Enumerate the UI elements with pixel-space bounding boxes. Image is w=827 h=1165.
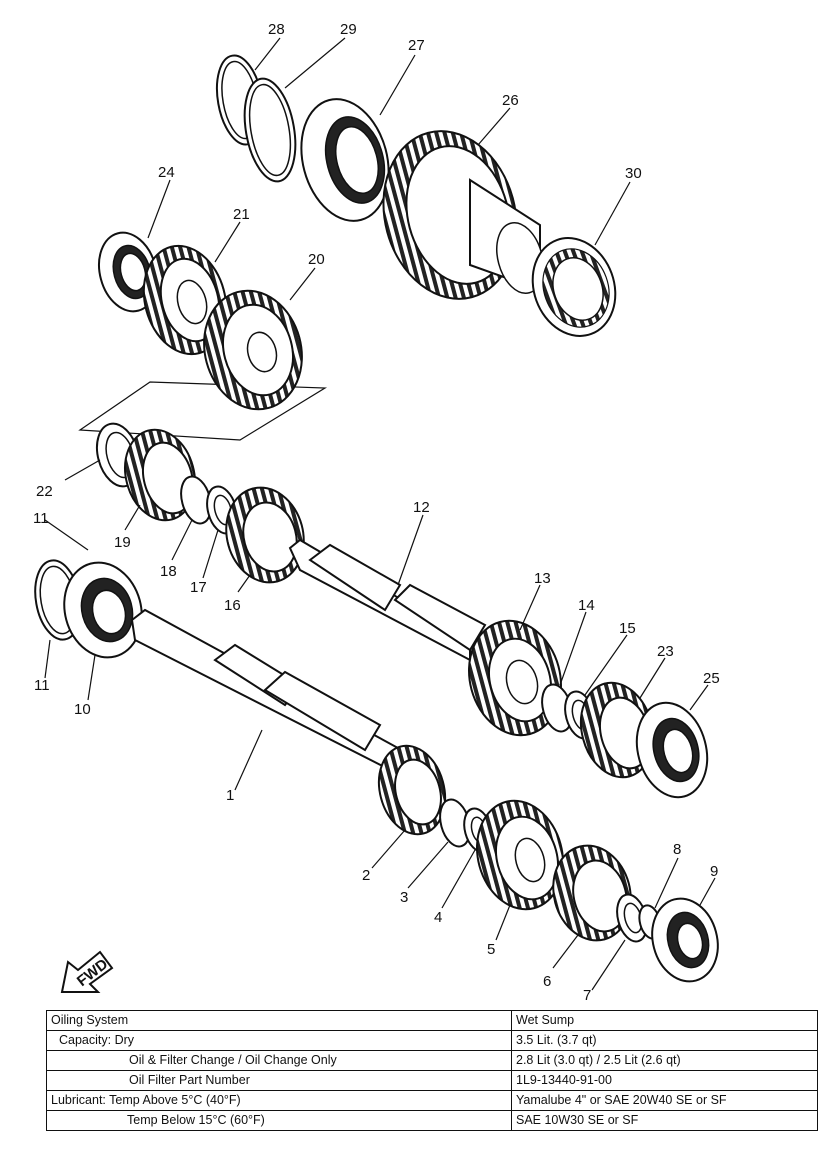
callout-7: 7 bbox=[583, 987, 591, 1000]
part-6-gear bbox=[552, 844, 632, 942]
part-25-bearing bbox=[635, 701, 709, 799]
spec-label: Temp Below 15°C (60°F) bbox=[46, 1110, 512, 1131]
table-row: Oil & Filter Change / Oil Change Only 2.… bbox=[46, 1050, 818, 1071]
callout-15: 15 bbox=[619, 620, 636, 637]
part-19-gear bbox=[124, 428, 196, 522]
callout-20: 20 bbox=[308, 251, 325, 268]
callout-9: 9 bbox=[710, 863, 718, 880]
spec-value: Yamalube 4" or SAE 20W40 SE or SF bbox=[511, 1090, 818, 1111]
callout-4: 4 bbox=[434, 909, 442, 926]
part-30-needle-bearing bbox=[531, 237, 617, 337]
part-12-main-shaft bbox=[288, 538, 487, 662]
callout-11-bottom: 11 bbox=[34, 677, 50, 694]
callout-24: 24 bbox=[158, 164, 175, 181]
callout-5: 5 bbox=[487, 941, 495, 958]
callout-30: 30 bbox=[625, 165, 642, 182]
part-26-gear bbox=[382, 130, 544, 300]
part-13-gear bbox=[468, 619, 562, 737]
part-16-gear bbox=[225, 486, 305, 584]
spec-label: Capacity: Dry bbox=[46, 1030, 512, 1051]
part-2-gear bbox=[377, 744, 447, 836]
callout-16: 16 bbox=[224, 597, 241, 614]
callout-29: 29 bbox=[340, 21, 357, 38]
leader-lines bbox=[44, 37, 716, 991]
table-row: Temp Below 15°C (60°F) SAE 10W30 SE or S… bbox=[46, 1110, 818, 1131]
spec-value: 3.5 Lit. (3.7 qt) bbox=[511, 1030, 818, 1051]
callout-10: 10 bbox=[74, 701, 91, 718]
oiling-spec-table: Oiling System Wet Sump Capacity: Dry 3.5… bbox=[46, 1010, 818, 1131]
callout-13: 13 bbox=[534, 570, 551, 587]
callout-1: 1 bbox=[226, 787, 234, 804]
part-5-gear bbox=[476, 799, 564, 911]
spec-label: Oiling System bbox=[46, 1010, 512, 1031]
callout-18: 18 bbox=[160, 563, 177, 580]
spec-label: Oil Filter Part Number bbox=[46, 1070, 512, 1091]
spec-value: SAE 10W30 SE or SF bbox=[511, 1110, 818, 1131]
callout-11-top: 11 bbox=[33, 510, 49, 527]
callout-27: 27 bbox=[408, 37, 425, 54]
table-row: Oiling System Wet Sump bbox=[46, 1010, 818, 1031]
part-9-bearing bbox=[651, 897, 719, 983]
spec-label: Lubricant: Temp Above 5°C (40°F) bbox=[46, 1090, 512, 1111]
callout-12: 12 bbox=[413, 499, 430, 516]
callout-26: 26 bbox=[502, 92, 519, 109]
callout-labels: 28 29 27 26 30 24 21 20 22 19 18 17 16 1… bbox=[33, 21, 720, 1000]
spec-value: 2.8 Lit (3.0 qt) / 2.5 Lit (2.6 qt) bbox=[511, 1050, 818, 1071]
callout-6: 6 bbox=[543, 973, 551, 990]
callout-28: 28 bbox=[268, 21, 285, 38]
callout-21: 21 bbox=[233, 206, 250, 223]
part-24-bearing bbox=[98, 231, 158, 313]
spec-value: 1L9-13440-91-00 bbox=[511, 1070, 818, 1091]
spec-value: Wet Sump bbox=[511, 1010, 818, 1031]
callout-25: 25 bbox=[703, 670, 720, 687]
table-row: Lubricant: Temp Above 5°C (40°F) Yamalub… bbox=[46, 1090, 818, 1111]
part-20-gear bbox=[203, 289, 303, 411]
part-29-circlip bbox=[243, 77, 297, 183]
part-10-bearing bbox=[63, 561, 143, 659]
callout-19: 19 bbox=[114, 534, 131, 551]
fwd-arrow-icon: FWD bbox=[60, 950, 114, 993]
exploded-transmission-diagram: FWD 28 29 27 bbox=[33, 21, 720, 1000]
part-27-bearing bbox=[300, 98, 390, 222]
callout-23: 23 bbox=[657, 643, 674, 660]
part-1-drive-axle bbox=[130, 608, 422, 782]
table-row: Capacity: Dry 3.5 Lit. (3.7 qt) bbox=[46, 1030, 818, 1051]
callout-17: 17 bbox=[190, 579, 207, 596]
part-23-gear bbox=[579, 681, 655, 779]
callout-3: 3 bbox=[400, 889, 408, 906]
callout-22: 22 bbox=[36, 483, 53, 500]
callout-2: 2 bbox=[362, 867, 370, 884]
callout-14: 14 bbox=[578, 597, 595, 614]
spec-label: Oil & Filter Change / Oil Change Only bbox=[46, 1050, 512, 1071]
callout-8: 8 bbox=[673, 841, 681, 858]
table-row: Oil Filter Part Number 1L9-13440-91-00 bbox=[46, 1070, 818, 1091]
subassembly-outline bbox=[78, 381, 328, 441]
